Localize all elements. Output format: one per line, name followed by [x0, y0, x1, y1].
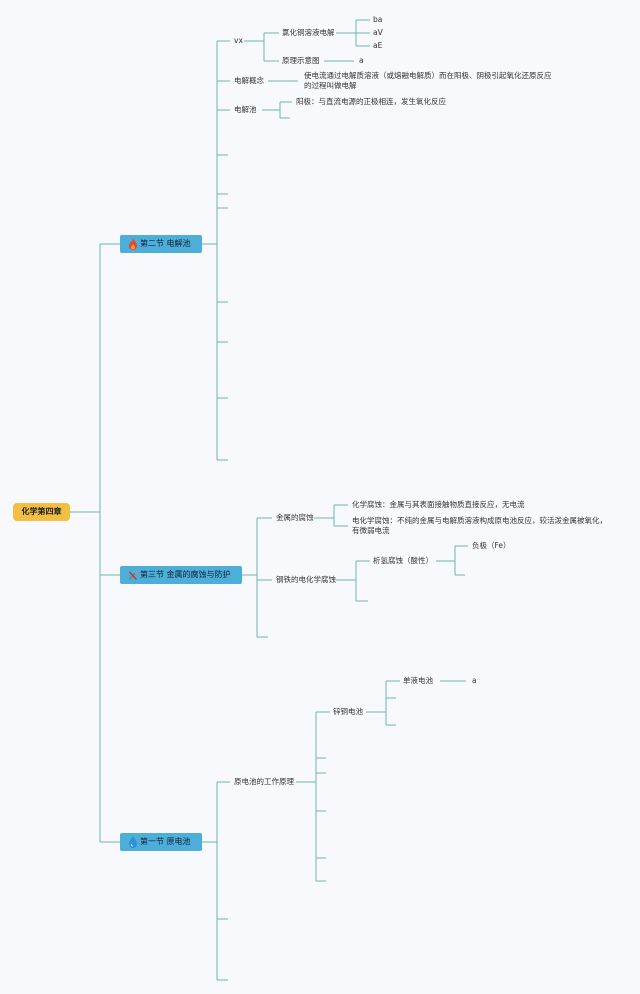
node-anode[interactable]: 阳极：与直流电源的正极相连，发生氧化反应 [296, 97, 446, 106]
node-single-a[interactable]: a [472, 676, 477, 685]
node-single-liquid-cell[interactable]: 单液电池 [403, 676, 433, 685]
node-steel-corrosion[interactable]: 钢铁的电化学腐蚀 [276, 575, 336, 584]
node-working-principle[interactable]: 原电池的工作原理 [234, 777, 294, 786]
node-av[interactable]: aV [373, 28, 383, 37]
node-electrolytic-cell[interactable]: 电解池 [234, 105, 257, 114]
node-ba[interactable]: ba [373, 15, 383, 24]
section-galvanic-cell[interactable]: 第一节 原电池 [120, 833, 202, 851]
root-node[interactable]: 化学第四章 [13, 503, 70, 521]
section-title: 第一节 原电池 [140, 837, 191, 846]
section-electrolysis[interactable]: 第二节 电解池 [120, 235, 202, 253]
tools-icon [128, 570, 138, 580]
section-corrosion[interactable]: 第三节 金属的腐蚀与防护 [120, 566, 242, 584]
node-concept-text[interactable]: 使电流通过电解质溶液（或熔融电解质）而在阳极、阴极引起氧化还原反应的过程叫做电解 [304, 71, 552, 90]
node-principle-diagram[interactable]: 原理示意图 [282, 56, 320, 65]
node-zinc-copper-cell[interactable]: 锌铜电池 [333, 707, 363, 716]
fire-icon [129, 238, 137, 250]
section-title: 第三节 金属的腐蚀与防护 [140, 570, 231, 579]
node-chemical-corrosion[interactable]: 化学腐蚀：金属与其表面接触物质直接反应，无电流 [352, 500, 525, 509]
node-ae[interactable]: aE [373, 41, 383, 50]
node-cucl2-electrolysis[interactable]: 氯化铜溶液电解 [282, 28, 335, 37]
node-principle-a[interactable]: a [359, 56, 364, 65]
node-vx[interactable]: vx [234, 36, 243, 45]
node-electrochemical-corrosion[interactable]: 电化学腐蚀：不纯的金属与电解质溶液构成原电池反应，较活泼金属被氧化，有微弱电流 [352, 516, 607, 535]
node-metal-corrosion[interactable]: 金属的腐蚀 [276, 513, 314, 522]
node-negative-electrode[interactable]: 负极（Fe） [472, 541, 511, 550]
section-title: 第二节 电解池 [140, 239, 191, 248]
water-drop-icon [129, 836, 137, 848]
node-hydrogen-corrosion[interactable]: 析氢腐蚀（酸性） [373, 556, 433, 565]
node-electrolysis-concept[interactable]: 电解概念 [234, 76, 264, 85]
